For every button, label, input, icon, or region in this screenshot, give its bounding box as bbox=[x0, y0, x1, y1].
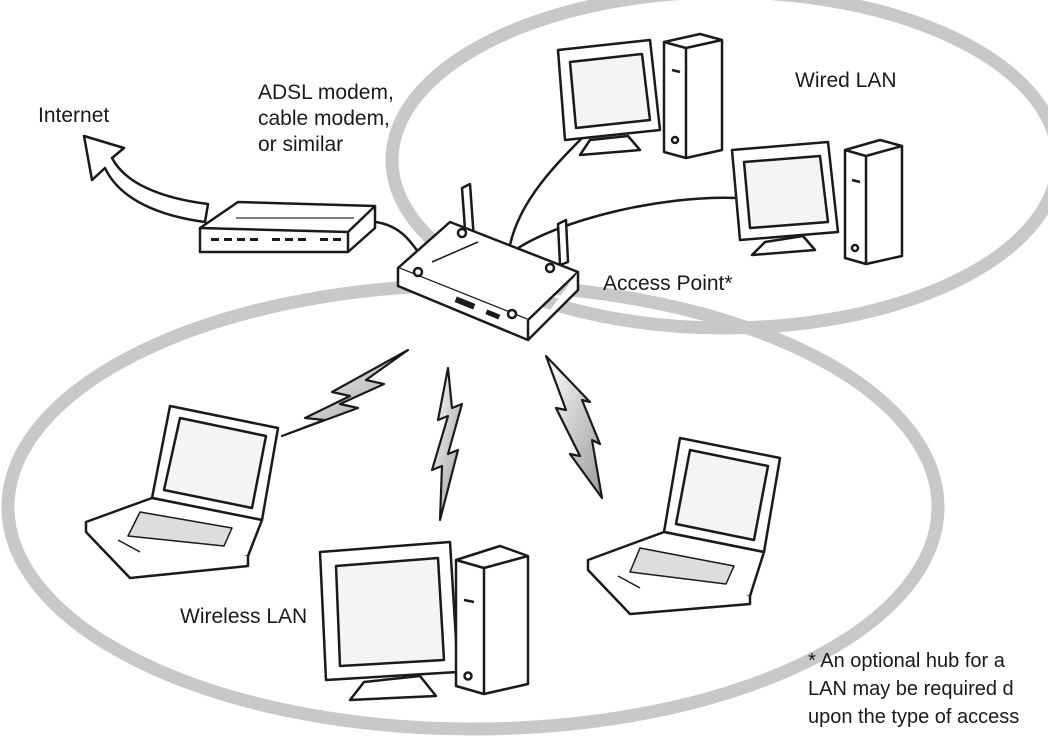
modem-label: ADSL modem, cable modem, or similar bbox=[258, 81, 394, 156]
wireless-signal-icons bbox=[280, 348, 604, 522]
lightning-bolt-icon bbox=[544, 354, 604, 500]
wired-lan-label: Wired LAN bbox=[795, 69, 897, 92]
lightning-bolt-icon bbox=[430, 366, 464, 522]
wireless-lan-label: Wireless LAN bbox=[180, 605, 308, 628]
modem-icon bbox=[198, 200, 377, 254]
laptop-computer-icon bbox=[84, 404, 280, 580]
desktop-computer-icon bbox=[556, 32, 724, 160]
desktop-computer-icon bbox=[730, 138, 904, 266]
internet-label: Internet bbox=[38, 104, 110, 127]
laptop-computer-icon bbox=[586, 436, 782, 616]
footnote-text: * An optional hub for a LAN may be requi… bbox=[808, 650, 1020, 728]
lightning-bolt-icon bbox=[280, 348, 410, 438]
wired-lan-boundary bbox=[385, 0, 1048, 335]
internet-arrow-icon bbox=[82, 134, 210, 224]
access-point-label: Access Point* bbox=[603, 272, 733, 295]
desktop-computer-icon bbox=[318, 540, 530, 702]
access-point-icon bbox=[396, 182, 580, 342]
